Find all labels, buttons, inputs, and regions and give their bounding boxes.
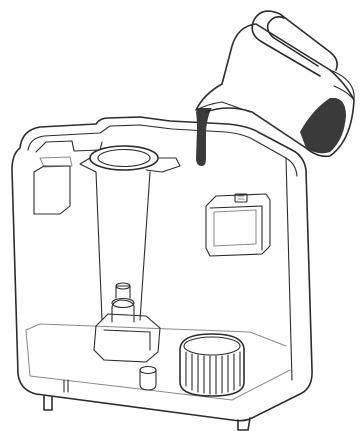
tank-foot-left bbox=[44, 396, 52, 410]
water-tank-icon bbox=[12, 117, 312, 430]
tank-left-window bbox=[34, 166, 70, 214]
tank-handle-recess bbox=[36, 141, 102, 152]
tank-front-edge bbox=[286, 158, 292, 380]
tank-top-rim bbox=[28, 125, 297, 176]
tank-floor-peg bbox=[140, 367, 156, 391]
tank-right-handle bbox=[206, 194, 270, 256]
tank-inner-base bbox=[26, 324, 290, 400]
tank-foot-peg bbox=[64, 380, 68, 392]
tank-central-column bbox=[96, 172, 150, 320]
filter-cap-icon bbox=[180, 334, 244, 396]
tank-outer-shell bbox=[12, 117, 312, 421]
float-valve-icon bbox=[94, 283, 160, 362]
pitcher-icon bbox=[196, 11, 356, 158]
